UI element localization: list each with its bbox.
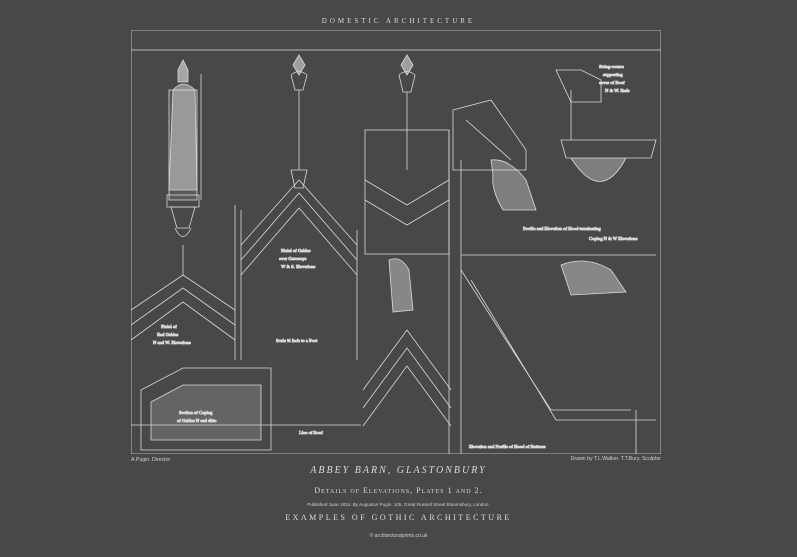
note-finial-end-1: Finial of [161, 324, 177, 329]
note-coping-elevations: Coping N & W Elevations [589, 236, 638, 241]
note-line-roof: Line of Roof [299, 430, 323, 435]
engraving-plate: Finial of End Gables N and W. Elevations… [131, 30, 661, 454]
note-section-coping-1: Section of Coping [179, 410, 213, 415]
note-string-course-4: N & W. Ends [605, 88, 630, 93]
note-profile-hood: Profile and Elevation of Hood terminatin… [523, 226, 601, 231]
note-scale: Scale ¾ Inch to a Foot [276, 338, 318, 343]
plate-subtitle: Details of Elevations, Plates 1 and 2. [314, 486, 483, 495]
credit-drawn-by: Drawn by T.L.Walker. T.T.Bury. Sculptor [570, 456, 661, 462]
note-elevation-bottom: Elevation and Profile of Hood of Buttres… [469, 444, 546, 449]
note-string-course-1: String-course [599, 64, 624, 69]
note-finial-gables-1: Finial of Gables [281, 248, 311, 253]
publication-line: Published June 1834. By Augustus Pugin. … [307, 502, 490, 507]
series-title: EXAMPLES OF GOTHIC ARCHITECTURE [285, 513, 512, 522]
gable-finial-drawing [240, 54, 358, 360]
architectural-drawing: Finial of End Gables N and W. Elevations… [131, 30, 661, 454]
statue-finial-drawing [131, 59, 236, 360]
note-string-course-2: supporting [603, 72, 623, 77]
plate-header: DOMESTIC ARCHITECTURE [321, 17, 476, 25]
note-string-course-3: eaves of Roof [599, 80, 625, 85]
note-finial-gables-3: W & S. Elevations [281, 264, 316, 269]
credit-director: A.Pugin. Director [131, 457, 171, 463]
copyright-site: © architecturalprints.co.uk [369, 533, 428, 539]
coping-section-drawing [131, 367, 361, 451]
note-finial-end-2: End Gables [157, 332, 179, 337]
note-section-coping-2: of Gables N end ditto [177, 418, 217, 423]
hood-profile-drawing [452, 69, 657, 454]
plate-title: ABBEY BARN, GLASTONBURY [310, 465, 487, 476]
note-finial-end-3: N and W. Elevations [153, 340, 191, 345]
note-finial-gables-2: over Gateways [279, 256, 307, 261]
buttress-finial-drawing [362, 54, 462, 454]
